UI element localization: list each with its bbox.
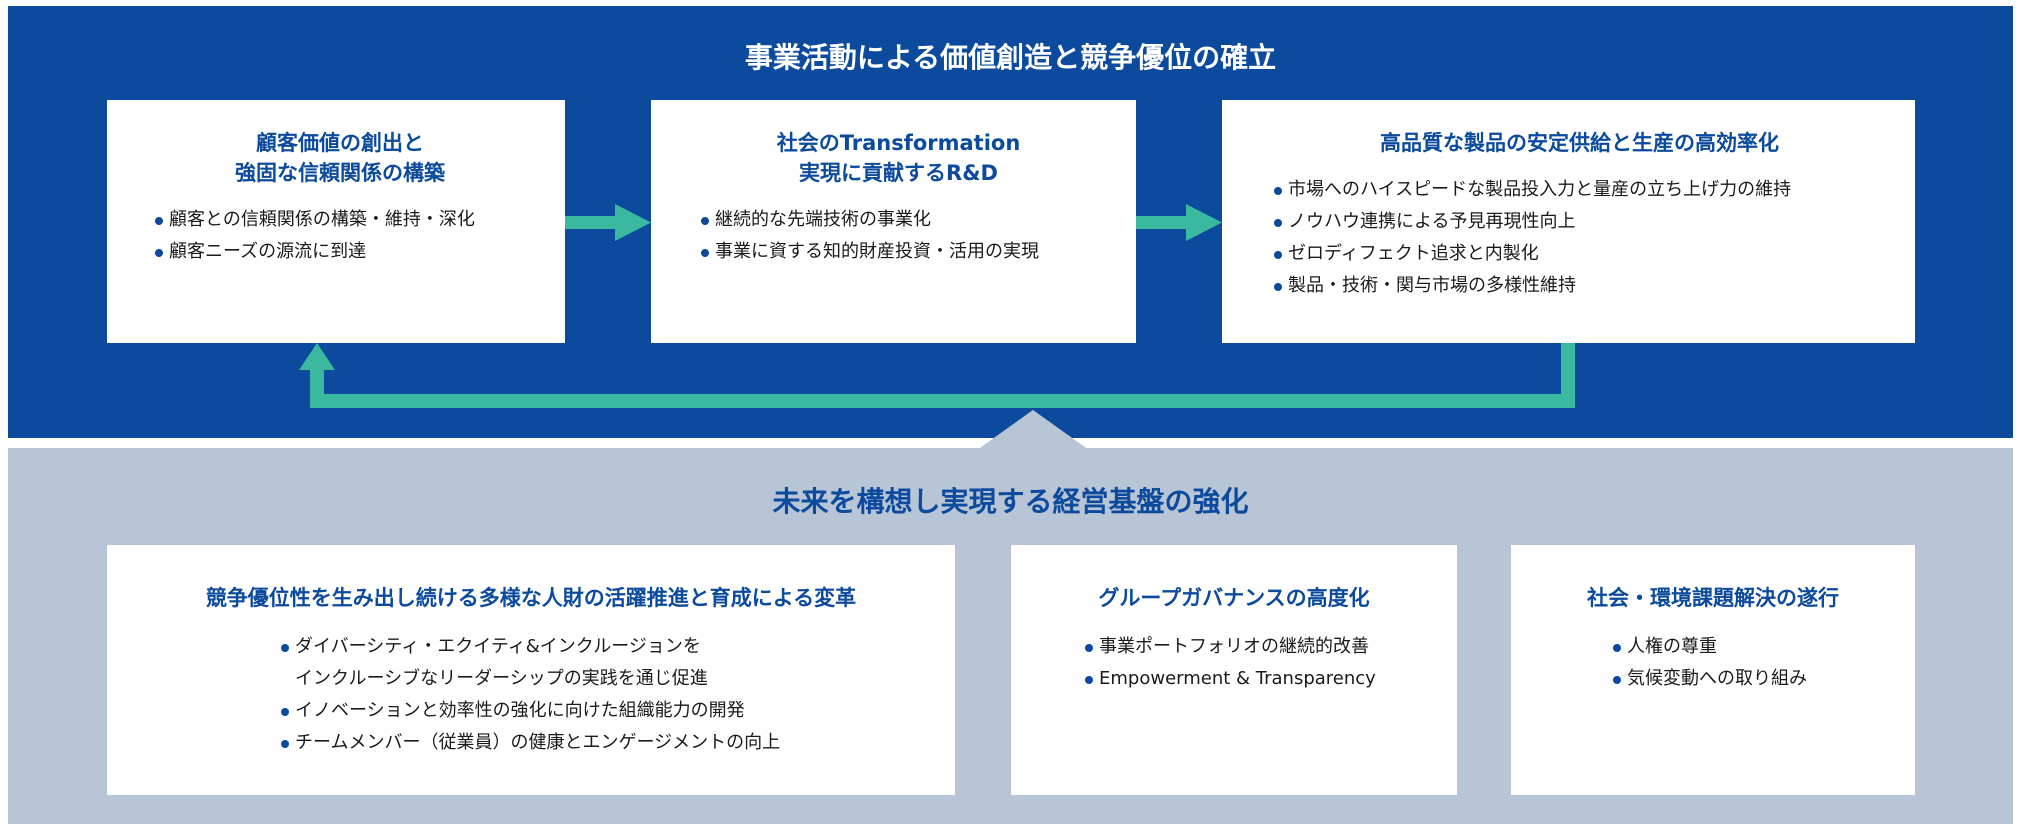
- box-item-list: 顧客との信頼関係の構築・維持・深化 顧客ニーズの源流に到達: [155, 204, 525, 268]
- arrow-shaft-1: [565, 216, 615, 229]
- box-item-list: 市場へのハイスピードな製品投入力と量産の立ち上げ力の維持 ノウハウ連携による予見…: [1274, 174, 1885, 302]
- box-social-environment: 社会・環境課題解決の遂行 人権の尊重 気候変動への取り組み: [1511, 545, 1915, 795]
- arrow-head-2: [1186, 204, 1222, 241]
- return-arrow-up: [310, 370, 324, 408]
- box-title: 社会・環境課題解決の遂行: [1587, 586, 1839, 610]
- list-item: ノウハウ連携による予見再現性向上: [1274, 206, 1885, 238]
- box-title: 顧客価値の創出と 強固な信頼関係の構築: [235, 131, 445, 185]
- box-item-list: ダイバーシティ・エクイティ&インクルージョンを インクルーシブなリーダーシップの…: [281, 631, 935, 759]
- list-item: 気候変動への取り組み: [1613, 663, 1895, 695]
- list-item: ゼロディフェクト追求と内製化: [1274, 238, 1885, 270]
- box-item-list: 人権の尊重 気候変動への取り組み: [1613, 631, 1895, 695]
- return-arrow-head: [299, 343, 335, 370]
- list-item: 事業ポートフォリオの継続的改善: [1085, 631, 1437, 663]
- box-title: 社会のTransformation 実現に貢献するR&D: [776, 131, 1021, 185]
- panel-notch: [977, 410, 1089, 450]
- list-item: 継続的な先端技術の事業化: [701, 204, 1096, 236]
- list-item: 人権の尊重: [1613, 631, 1895, 663]
- list-item: チームメンバー（従業員）の健康とエンゲージメントの向上: [281, 727, 935, 759]
- value-creation-title: 事業活動による価値創造と競争優位の確立: [744, 41, 1277, 74]
- box-item-list: 事業ポートフォリオの継続的改善 Empowerment & Transparen…: [1085, 631, 1437, 695]
- box-customer-value: 顧客価値の創出と 強固な信頼関係の構築 顧客との信頼関係の構築・維持・深化 顧客…: [107, 100, 565, 343]
- return-arrow-horizontal: [310, 394, 1575, 408]
- box-title: グループガバナンスの高度化: [1098, 586, 1370, 610]
- box-item-list: 継続的な先端技術の事業化 事業に資する知的財産投資・活用の実現: [701, 204, 1096, 268]
- box-rnd: 社会のTransformation 実現に貢献するR&D 継続的な先端技術の事業…: [651, 100, 1136, 343]
- list-item: 顧客ニーズの源流に到達: [155, 236, 525, 268]
- list-item: 製品・技術・関与市場の多様性維持: [1274, 270, 1885, 302]
- box-title: 競争優位性を生み出し続ける多様な人財の活躍推進と育成による変革: [205, 586, 857, 610]
- box-human-capital: 競争優位性を生み出し続ける多様な人財の活躍推進と育成による変革 ダイバーシティ・…: [107, 545, 955, 795]
- list-item: 事業に資する知的財産投資・活用の実現: [701, 236, 1096, 268]
- box-governance: グループガバナンスの高度化 事業ポートフォリオの継続的改善 Empowermen…: [1011, 545, 1457, 795]
- box-production: 高品質な製品の安定供給と生産の高効率化 市場へのハイスピードな製品投入力と量産の…: [1222, 100, 1915, 343]
- list-item: 市場へのハイスピードな製品投入力と量産の立ち上げ力の維持: [1274, 174, 1885, 206]
- list-item: ダイバーシティ・エクイティ&インクルージョンを インクルーシブなリーダーシップの…: [281, 631, 935, 695]
- list-item: Empowerment & Transparency: [1085, 663, 1437, 695]
- foundation-title: 未来を構想し実現する経営基盤の強化: [772, 485, 1249, 518]
- list-item: 顧客との信頼関係の構築・維持・深化: [155, 204, 525, 236]
- arrow-head-1: [615, 204, 651, 241]
- return-arrow-down: [1561, 343, 1575, 408]
- arrow-shaft-2: [1136, 216, 1186, 229]
- box-title: 高品質な製品の安定供給と生産の高効率化: [1380, 131, 1779, 155]
- list-item: イノベーションと効率性の強化に向けた組織能力の開発: [281, 695, 935, 727]
